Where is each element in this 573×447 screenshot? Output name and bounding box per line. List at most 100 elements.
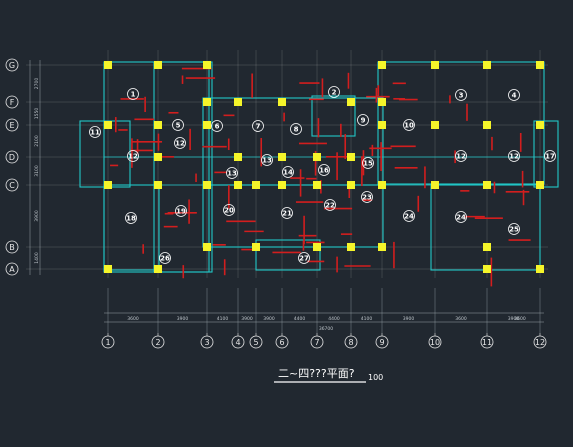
structural-column	[154, 265, 162, 273]
structural-column	[313, 243, 321, 251]
axis-label-4: 4	[235, 338, 240, 347]
axis-bubble-4	[231, 335, 245, 349]
axis-label-F: F	[10, 98, 15, 107]
structural-column	[203, 181, 211, 189]
axis-bubble-11	[480, 335, 494, 349]
room-circle	[261, 154, 273, 166]
room-circle	[281, 207, 293, 219]
axis-bubble-3	[200, 335, 214, 349]
structural-column	[203, 98, 211, 106]
structural-column	[431, 181, 439, 189]
structural-column	[536, 181, 544, 189]
axis-label-1: 1	[105, 338, 110, 347]
room-circle	[175, 205, 187, 217]
room-number: 26	[160, 254, 170, 262]
room-circle	[174, 137, 186, 149]
columns	[104, 61, 544, 273]
structural-column	[483, 243, 491, 251]
room-circle	[318, 164, 330, 176]
structural-column	[234, 153, 242, 161]
structural-column	[536, 265, 544, 273]
structural-column	[536, 121, 544, 129]
structural-column	[278, 98, 286, 106]
dimension-text: 3600	[455, 316, 467, 322]
room-number: 25	[509, 225, 519, 233]
room-circle	[252, 120, 264, 132]
room-circle	[544, 150, 556, 162]
drawing-title: 二~四???平面?	[278, 367, 355, 380]
axis-bubble-7	[310, 335, 324, 349]
room-number: 8	[294, 125, 299, 133]
room-circle	[362, 157, 374, 169]
structural-column	[378, 98, 386, 106]
structural-column	[347, 181, 355, 189]
structural-column	[378, 61, 386, 69]
structural-column	[347, 98, 355, 106]
room-number: 9	[361, 116, 366, 124]
structural-column	[104, 265, 112, 273]
structural-column	[154, 181, 162, 189]
grid-lines	[26, 50, 548, 278]
wall-outline	[533, 120, 559, 188]
structural-column	[234, 98, 242, 106]
room-circle	[324, 199, 336, 211]
room-number: 13	[227, 169, 237, 177]
structural-column	[431, 121, 439, 129]
room-number: 2	[332, 88, 337, 96]
wall-outline	[153, 61, 210, 273]
axis-label-C: C	[9, 181, 15, 190]
axis-label-7: 7	[314, 338, 319, 347]
axis-bubble-F	[5, 95, 19, 109]
room-circle	[403, 119, 415, 131]
axis-bubble-C	[5, 178, 19, 192]
room-circle	[508, 223, 520, 235]
structural-column	[104, 121, 112, 129]
structural-column	[313, 181, 321, 189]
structural-column	[347, 153, 355, 161]
room-circle	[89, 126, 101, 138]
axis-label-B: B	[9, 243, 15, 252]
room-number: 18	[126, 214, 136, 222]
structural-column	[378, 243, 386, 251]
structural-column	[104, 181, 112, 189]
structural-column	[483, 61, 491, 69]
axis-label-12: 12	[535, 338, 545, 347]
dimension-text-left: 1400	[34, 252, 40, 264]
wall-outline	[311, 95, 356, 137]
axis-bubble-E	[5, 118, 19, 132]
dimension-text: 4100	[361, 316, 373, 322]
axis-label-10: 10	[430, 338, 440, 347]
axis-label-8: 8	[348, 338, 353, 347]
dimension-text: 4400	[328, 316, 340, 322]
structural-column	[536, 61, 544, 69]
axis-bubble-6	[275, 335, 289, 349]
structural-column	[154, 121, 162, 129]
room-number: 12	[509, 152, 519, 160]
dimension-text: 3600	[127, 316, 139, 322]
structural-column	[313, 153, 321, 161]
room-number: 1	[131, 90, 136, 98]
room-number: 24	[404, 212, 414, 220]
axis-label-5: 5	[253, 338, 258, 347]
axis-label-2: 2	[155, 338, 160, 347]
room-number: 3	[459, 91, 464, 99]
room-circle	[361, 191, 373, 203]
room-number: 27	[299, 254, 309, 262]
axis-label-9: 9	[379, 338, 384, 347]
structural-column	[234, 181, 242, 189]
overall-dimension-text: 36700	[319, 326, 333, 332]
room-number: 16	[319, 166, 329, 174]
room-number: 7	[256, 122, 261, 130]
room-circle	[223, 204, 235, 216]
room-number: 11	[90, 128, 100, 136]
structural-column	[483, 265, 491, 273]
structural-column	[278, 181, 286, 189]
room-circle	[328, 86, 340, 98]
structural-column	[252, 181, 260, 189]
dimension-text: 3600	[514, 316, 526, 322]
room-circle	[298, 252, 310, 264]
structural-column	[278, 153, 286, 161]
room-circle	[357, 114, 369, 126]
